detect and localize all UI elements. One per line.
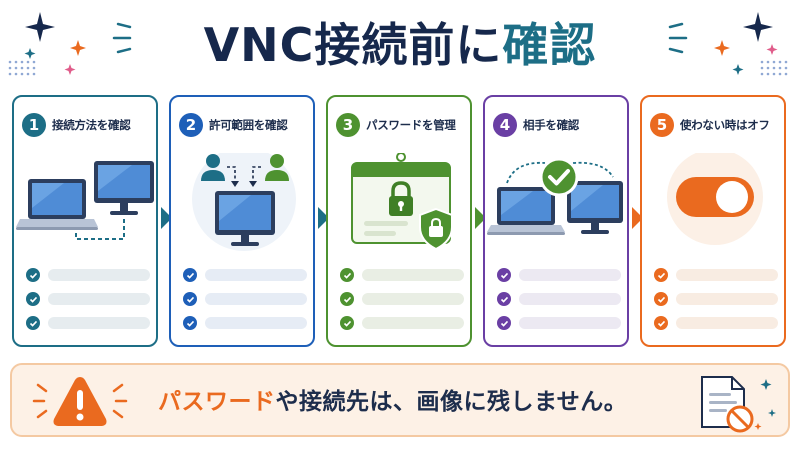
no-document-icon (701, 376, 776, 433)
step-label: 接続方法を確認 (52, 118, 131, 132)
verified-devices-icon (487, 157, 623, 235)
step-label: 使わない時はオフ (680, 118, 770, 132)
title-highlight: 確認 (502, 18, 597, 72)
placeholder-bar (362, 269, 464, 281)
warning-icon (32, 377, 128, 426)
sparkle-decoration-left-icon (8, 12, 132, 76)
checklist-item (26, 287, 150, 311)
check-icon (26, 316, 40, 330)
checklist-item (497, 287, 621, 311)
step-arrow-icon (318, 207, 329, 229)
step-label: パスワードを管理 (366, 118, 456, 132)
placeholder-bar (519, 317, 621, 329)
step-card-5: 5 使わない時はオフ (640, 95, 786, 347)
checklist (654, 263, 778, 335)
checklist-item (26, 263, 150, 287)
checklist (183, 263, 307, 335)
placeholder-bar (519, 269, 621, 281)
placeholder-bar (676, 317, 778, 329)
step-number-badge: 3 (336, 113, 360, 137)
placeholder-bar (362, 317, 464, 329)
checklist-item (654, 263, 778, 287)
step-header: 5 使わない時はオフ (642, 97, 784, 153)
toggle-off-icon (667, 153, 763, 245)
step-header: 1 接続方法を確認 (14, 97, 156, 153)
check-icon (497, 292, 511, 306)
step-label: 許可範囲を確認 (209, 118, 288, 132)
page-title: VNC接続前に確認 (0, 10, 800, 80)
checklist (26, 263, 150, 335)
step-number-badge: 4 (493, 113, 517, 137)
check-icon (183, 316, 197, 330)
step-number-badge: 2 (179, 113, 203, 137)
check-icon (183, 292, 197, 306)
sparkle-decoration-right-icon (668, 12, 788, 76)
check-icon (497, 316, 511, 330)
placeholder-bar (519, 293, 621, 305)
placeholder-bar (48, 293, 150, 305)
warning-banner: パスワードや接続先は、画像に残しません。 (10, 363, 790, 437)
check-icon (654, 316, 668, 330)
placeholder-bar (48, 317, 150, 329)
placeholder-bar (362, 293, 464, 305)
check-icon (340, 268, 354, 282)
check-icon (340, 292, 354, 306)
step-arrow-icon (161, 207, 172, 229)
checklist-item (340, 311, 464, 335)
step-label: 相手を確認 (523, 118, 579, 132)
step-card-1: 1 接続方法を確認 (12, 95, 158, 347)
laptop-monitor-connection-icon (16, 161, 154, 240)
step-arrow-icon (475, 207, 486, 229)
checklist-item (183, 287, 307, 311)
step-number-badge: 5 (650, 113, 674, 137)
checklist-item (183, 311, 307, 335)
step-arrow-icon (632, 207, 643, 229)
step-card-4: 4 相手を確認 (483, 95, 629, 347)
title-main: VNC接続前に (203, 18, 503, 72)
banner-text: や接続先は、画像に残しません。 (275, 389, 628, 415)
checklist-item (497, 311, 621, 335)
placeholder-bar (205, 317, 307, 329)
checklist-item (340, 263, 464, 287)
step-number-badge: 1 (22, 113, 46, 137)
check-icon (654, 292, 668, 306)
checklist (497, 263, 621, 335)
placeholder-bar (676, 293, 778, 305)
step-card-2: 2 許可範囲を確認 (169, 95, 315, 347)
checklist-item (654, 311, 778, 335)
step-header: 2 許可範囲を確認 (171, 97, 313, 153)
placeholder-bar (676, 269, 778, 281)
placeholder-bar (205, 293, 307, 305)
check-icon (340, 316, 354, 330)
step-header: 4 相手を確認 (485, 97, 627, 153)
check-icon (183, 268, 197, 282)
banner-message: パスワードや接続先は、画像に残しません。 (158, 365, 627, 439)
step-card-3: 3 パスワードを管理 (326, 95, 472, 347)
checklist-item (26, 311, 150, 335)
checklist-item (340, 287, 464, 311)
password-lock-shield-icon (351, 153, 453, 251)
placeholder-bar (48, 269, 150, 281)
checklist-item (654, 287, 778, 311)
users-monitor-permission-icon (192, 153, 296, 251)
banner-highlight: パスワード (158, 389, 276, 415)
check-icon (26, 268, 40, 282)
check-icon (26, 292, 40, 306)
placeholder-bar (205, 269, 307, 281)
check-icon (497, 268, 511, 282)
checklist-item (183, 263, 307, 287)
checklist (340, 263, 464, 335)
check-icon (654, 268, 668, 282)
step-header: 3 パスワードを管理 (328, 97, 470, 153)
checklist-item (497, 263, 621, 287)
